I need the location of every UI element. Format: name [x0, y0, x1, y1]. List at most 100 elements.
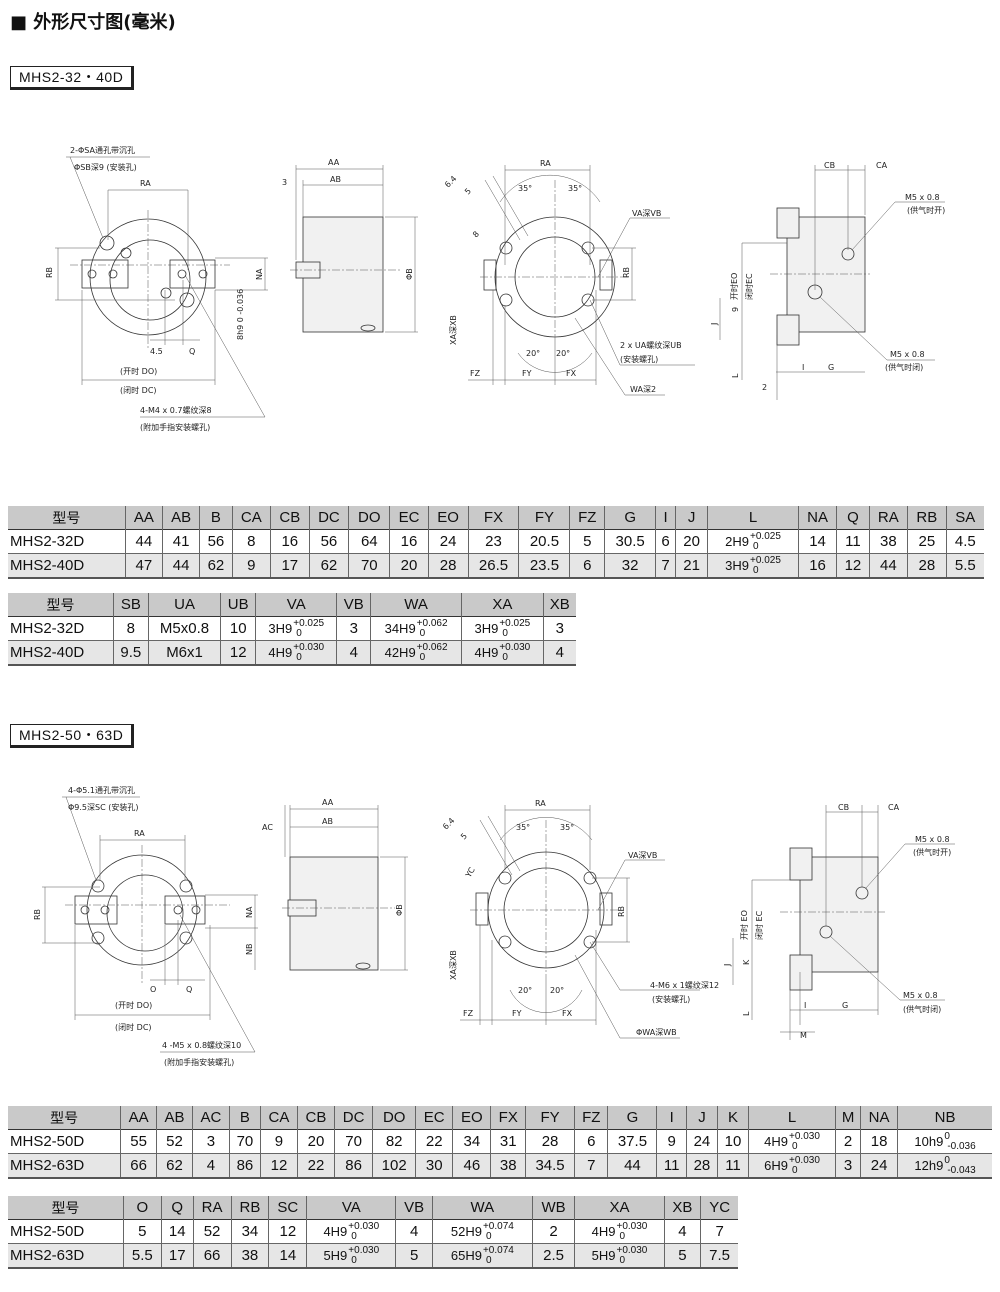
- tolerance-base: 42H9: [384, 645, 416, 660]
- value-cell: 7.5: [700, 1243, 738, 1268]
- dimension-label: FZ: [463, 1009, 474, 1018]
- header-fx: FX: [467, 506, 519, 530]
- value-cell: 34: [452, 1129, 491, 1154]
- tolerance-lower: 0: [753, 564, 759, 576]
- value-cell: 56: [199, 529, 233, 554]
- value-cell: 31: [490, 1129, 526, 1154]
- value-cell: 4.5: [945, 529, 984, 554]
- dimension-label: RB: [33, 909, 42, 920]
- tolerance-lower: 0: [792, 1140, 798, 1152]
- header-ac: AC: [191, 1106, 230, 1130]
- tolerance-lower: 0: [485, 1254, 492, 1266]
- tolerance-upper: +0.074: [482, 1244, 514, 1256]
- value-cell: 9: [231, 553, 271, 578]
- value-cell: 66: [120, 1153, 157, 1178]
- value-cell: 30: [415, 1153, 453, 1178]
- value-cell: 8: [231, 529, 271, 554]
- value-cell: 24: [685, 1129, 718, 1154]
- value-cell: 11: [836, 529, 870, 554]
- tolerance-upper: +0.030: [789, 1154, 820, 1166]
- dimension-label: 6.4: [443, 174, 458, 189]
- header-b: B: [228, 1106, 261, 1130]
- value-cell: 3: [835, 1153, 861, 1178]
- dimension-label: RA: [140, 179, 151, 188]
- value-cell: 55: [120, 1129, 157, 1154]
- header-m: M: [835, 1106, 861, 1130]
- header-sa: SA: [945, 506, 984, 530]
- value-cell: 4: [542, 640, 576, 665]
- tolerance-upper: +0.030: [616, 1220, 648, 1232]
- tolerance-upper: +0.062: [416, 617, 448, 629]
- value-cell: 26.5: [467, 553, 519, 578]
- tolerance-base: 6H9: [764, 1158, 789, 1173]
- value-cell: 38: [230, 1243, 269, 1268]
- value-cell: 14: [268, 1243, 307, 1268]
- tolerance-base: 4H9: [268, 645, 293, 660]
- dimension-label: ΦSB深9 (安装孔): [74, 162, 137, 172]
- dimension-label: (附加手指安装螺孔): [140, 422, 210, 432]
- tolerance-upper: +0.062: [416, 641, 448, 653]
- tolerance-upper: +0.030: [348, 1220, 380, 1232]
- header-cb: CB: [270, 506, 310, 530]
- header-eo: EO: [452, 1106, 491, 1130]
- header-fx: FX: [490, 1106, 526, 1130]
- header-yc: YC: [700, 1196, 738, 1220]
- value-cell: 20: [296, 1129, 335, 1154]
- header-l: L: [748, 1106, 836, 1130]
- value-cell: 21: [674, 553, 708, 578]
- dimension-label: L: [731, 373, 740, 378]
- header-l: L: [707, 506, 799, 530]
- dimension-label: 35°: [560, 823, 574, 832]
- tolerance-lower: 0: [792, 1164, 798, 1176]
- tolerance-base: 3H9: [725, 558, 750, 573]
- value-cell: 5: [569, 529, 605, 554]
- header-ab: AB: [161, 506, 200, 530]
- dimension-label: (供气时开): [907, 205, 945, 215]
- tolerance-upper: +0.025: [750, 530, 781, 542]
- header-va: VA: [255, 593, 337, 617]
- header-fz: FZ: [574, 1106, 608, 1130]
- dimension-label: 8: [471, 229, 481, 239]
- value-cell: 4: [663, 1219, 701, 1244]
- tolerance-lower: 0: [419, 651, 426, 663]
- front-view: RA RB NA NB O Q (开时 DO) (闭时 DC) 4-Φ5.1通孔…: [33, 785, 258, 1067]
- value-cell: 3: [191, 1129, 230, 1154]
- value-cell: 28: [525, 1129, 575, 1154]
- value-cell: 11: [716, 1153, 749, 1178]
- value-cell: 17: [270, 553, 310, 578]
- header-ca: CA: [231, 506, 271, 530]
- value-cell: 23: [467, 529, 519, 554]
- dimension-label: M5 x 0.8: [903, 991, 938, 1000]
- header-fy: FY: [518, 506, 570, 530]
- value-cell: 28: [427, 553, 469, 578]
- value-cell: 7: [700, 1219, 738, 1244]
- dimension-label: (供气时闭): [903, 1004, 941, 1014]
- side-view: AA AB 3 ΦB: [282, 158, 418, 333]
- rear-view: RA 35° 35° 6.4 5 8 VA深VB RB XA深XB 20° 20…: [443, 159, 695, 396]
- value-cell: 14: [160, 1219, 194, 1244]
- value-cell: 3: [336, 616, 371, 641]
- header-fy: FY: [525, 1106, 575, 1130]
- value-cell: 2: [531, 1219, 575, 1244]
- value-cell: 14: [797, 529, 837, 554]
- header-g: G: [604, 506, 656, 530]
- dimension-label: 4-Φ5.1通孔带沉孔: [68, 785, 135, 795]
- value-cell: 9: [656, 1129, 687, 1154]
- dimension-label: 4.5: [150, 347, 163, 356]
- dimension-label: 2 x UA螺纹深UB: [620, 340, 682, 350]
- dimension-label: (安装螺孔): [652, 994, 690, 1004]
